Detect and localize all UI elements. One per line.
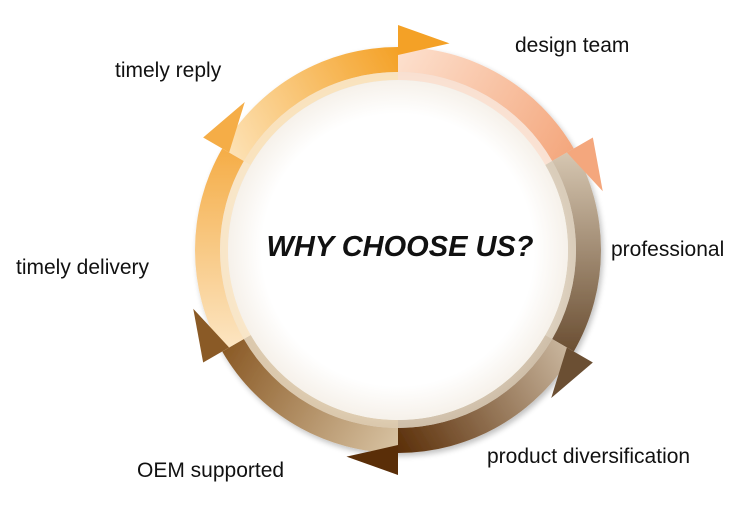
ring-inner-timely-delivery: [220, 161, 251, 339]
label-professional: professional: [611, 238, 725, 261]
label-product-diversification: product diversification: [487, 445, 691, 468]
ring-inner-professional: [545, 161, 576, 339]
label-oem-supported: OEM supported: [137, 459, 285, 482]
arrow-group: [193, 25, 603, 475]
label-design-team: design team: [515, 34, 630, 57]
arrow-product-diversification: [346, 445, 398, 475]
arrow-professional: [551, 347, 593, 398]
ring-group: [195, 47, 601, 453]
ring-inner-design-team: [398, 72, 553, 165]
arrow-design-team: [566, 137, 603, 192]
arrow-timely-delivery: [203, 102, 245, 153]
ring-segment-oem-supported: [222, 339, 398, 453]
ring-segment-design-team: [398, 47, 574, 161]
ring-segment-product-diversification: [398, 339, 574, 453]
arrow-oem-supported: [193, 308, 230, 363]
ring-segment-timely-reply: [222, 47, 398, 161]
ring-segment-professional: [552, 148, 601, 352]
ring-inner-product-diversification: [398, 335, 553, 429]
arrow-timely-reply: [398, 25, 450, 55]
ring-inner-timely-reply: [243, 72, 398, 165]
center-disc: [228, 80, 568, 420]
label-timely-delivery: timely delivery: [16, 256, 150, 279]
ring-segment-timely-delivery: [195, 148, 244, 352]
center-title: WHY CHOOSE US?: [266, 231, 534, 263]
label-timely-reply: timely reply: [115, 59, 222, 82]
ring-inner-oem-supported: [243, 335, 398, 428]
